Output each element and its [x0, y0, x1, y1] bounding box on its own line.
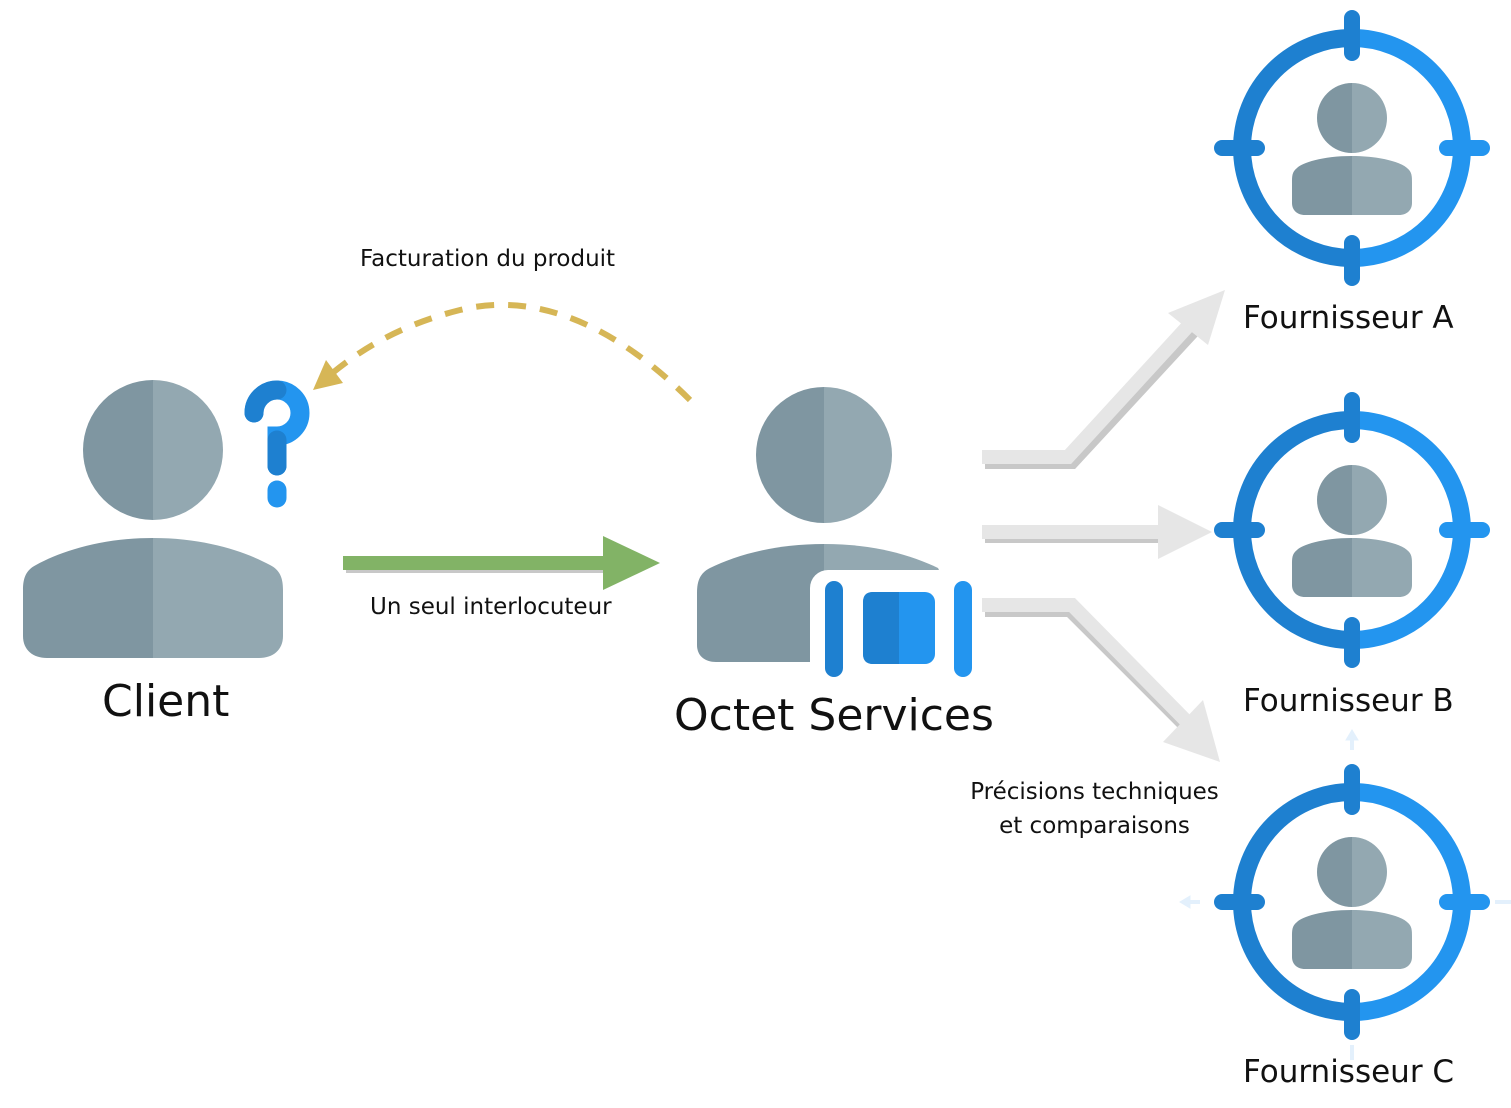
supplier-c-label: Fournisseur C	[1243, 1054, 1455, 1090]
supplier-a-label: Fournisseur A	[1243, 300, 1454, 336]
billing-label: Facturation du produit	[360, 246, 616, 272]
arrow-to-supplier-b	[982, 505, 1212, 559]
client-person-icon	[23, 380, 283, 658]
billing-arrow	[313, 301, 693, 403]
supplier-b-label: Fournisseur B	[1243, 683, 1454, 719]
technical-label: Précisions techniques et comparaisons	[957, 775, 1232, 843]
supplier-a-target-icon	[1214, 10, 1490, 286]
arrow-to-supplier-a	[982, 290, 1225, 469]
faint-arrows	[1179, 729, 1511, 1060]
octet-label: Octet Services	[674, 690, 994, 741]
client-label: Client	[102, 676, 230, 727]
question-mark-icon	[244, 380, 310, 508]
arrow-to-supplier-c	[982, 598, 1220, 762]
technical-label-line1: Précisions techniques	[970, 779, 1219, 805]
single-contact-label: Un seul interlocuteur	[370, 594, 612, 620]
supplier-c-target-icon	[1214, 764, 1490, 1040]
technical-label-line2: et comparaisons	[999, 813, 1190, 839]
single-contact-arrow	[343, 536, 660, 590]
octet-person-icon	[697, 387, 980, 680]
supplier-b-target-icon	[1214, 392, 1490, 668]
